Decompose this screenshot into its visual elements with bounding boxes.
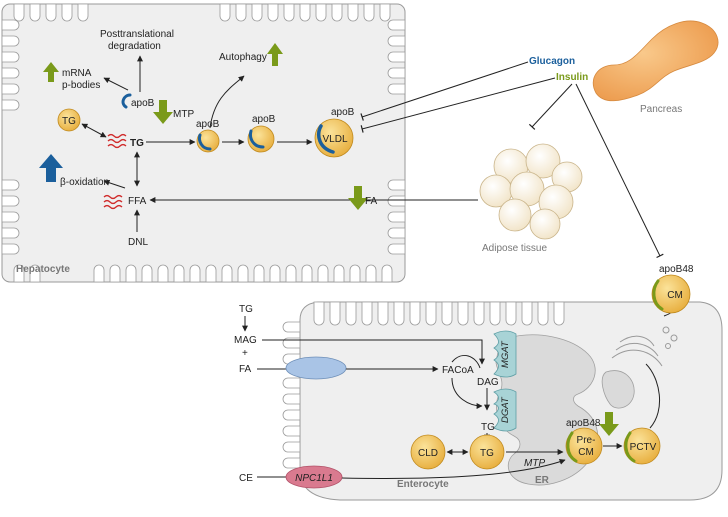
npc1l1-transporter [285, 465, 343, 489]
ffa-chain-icon [103, 194, 123, 210]
pre-cm-label-line1: Pre- [577, 435, 596, 446]
apob-particle-1 [196, 129, 220, 153]
pre-cm-particle [565, 427, 603, 465]
dag-label: DAG [477, 377, 499, 388]
mrna-label: mRNA [62, 68, 92, 79]
hepatocyte-microvilli [1, 3, 406, 283]
adipose-fa-label: FA [365, 196, 378, 207]
insulin-to-cm-inhibition [575, 83, 664, 259]
pctv-to-golgi-curve [645, 363, 661, 429]
vldl-label: VLDL [322, 134, 347, 145]
posttranslational-label-line2: degradation [108, 41, 161, 52]
entero-tg-circle-label: TG [480, 448, 494, 459]
glucagon-to-vldl-inhibition [360, 61, 529, 121]
pctv-label: PCTV [630, 442, 657, 453]
beta-oxidation-up-arrow [39, 154, 63, 182]
dnl-label: DNL [128, 237, 148, 248]
precm-down-arrow [599, 412, 619, 436]
npc1l1-label: NPC1L1 [295, 473, 333, 484]
entero-tg-mid-label: TG [481, 422, 495, 433]
precm-apob48-label: apoB48 [566, 418, 601, 429]
entero-tg-top-label: TG [239, 304, 253, 315]
pctv-particle [623, 427, 661, 465]
insulin-label: Insulin [556, 72, 588, 83]
pre-cm-label-line2: CM [578, 447, 594, 458]
insulin-to-adipose-inhibition [528, 83, 573, 130]
ce-label: CE [239, 473, 253, 484]
mrna-up-arrow [43, 62, 59, 82]
hepatic-tg-bold-label: TG [130, 138, 144, 149]
apob-mid2-label: apoB [252, 114, 276, 125]
insulin-to-vldl-inhibition [360, 77, 556, 133]
facoa-to-mgat-curve [451, 354, 481, 369]
tg-exchange-arrow [81, 123, 107, 138]
beta-oxidation-label: β-oxidation [60, 177, 109, 188]
arrow-to-autophagy [209, 75, 245, 129]
fa-transporter [285, 356, 347, 380]
apob-mid1-label: apoB [196, 119, 220, 130]
apob-particle-2 [247, 125, 275, 153]
vldl-apob-label: apoB [331, 107, 355, 118]
vldl-particle [314, 118, 354, 158]
fatty-acid-chain-icon [107, 133, 127, 149]
facoa-label: FACoA [442, 365, 474, 376]
autophagy-label: Autophagy [219, 52, 267, 63]
adipose-label: Adipose tissue [482, 243, 547, 254]
enterocyte-microvilli [282, 301, 565, 469]
hepatocyte-label: Hepatocyte [16, 264, 70, 275]
plus-sign: + [242, 348, 248, 359]
glucagon-label: Glucagon [529, 56, 575, 67]
mag-to-dag-arrow [262, 339, 485, 365]
cld-label: CLD [418, 448, 438, 459]
mgat-enzyme [493, 330, 517, 378]
mgat-label: MGAT [500, 340, 511, 368]
cm-label: CM [667, 290, 683, 301]
cld-droplet [410, 434, 446, 470]
golgi-apparatus [611, 326, 678, 367]
pancreas-label: Pancreas [640, 104, 682, 115]
autophagy-up-arrow [267, 43, 283, 66]
entero-fa-label: FA [239, 364, 252, 375]
dgat-enzyme [493, 388, 517, 432]
entero-mtp-label: MTP [524, 458, 545, 469]
hepatic-tg-droplet [57, 108, 81, 132]
dgat-label: DGAT [500, 396, 511, 423]
adipose-tissue-cluster [479, 143, 583, 240]
hepatic-mtp-label: MTP [173, 109, 194, 120]
arrow-to-beta-oxidation [103, 179, 126, 189]
cm-apob48-label: apoB48 [659, 264, 694, 275]
pancreas-organ [592, 20, 719, 102]
fa-down-arrow [348, 186, 368, 210]
mtp-down-arrow [153, 100, 173, 124]
er-label: ER [535, 475, 550, 486]
entero-tg-droplet [469, 434, 505, 470]
apob-ribbon-icon [121, 93, 132, 109]
facoa-to-dgat-curve [451, 377, 483, 409]
hepatic-tg-circle-label: TG [62, 116, 76, 127]
arrow-to-mrna [103, 77, 129, 91]
enterocyte-label: Enterocyte [397, 479, 449, 490]
mag-label: MAG [234, 335, 257, 346]
apob-small-label: apoB [131, 98, 155, 109]
posttranslational-label-line1: Posttranslational [100, 29, 174, 40]
pbodies-label: p-bodies [62, 80, 100, 91]
ce-to-precm-arrow [341, 458, 566, 479]
cm-particle [651, 274, 691, 314]
ffa-label: FFA [128, 196, 147, 207]
